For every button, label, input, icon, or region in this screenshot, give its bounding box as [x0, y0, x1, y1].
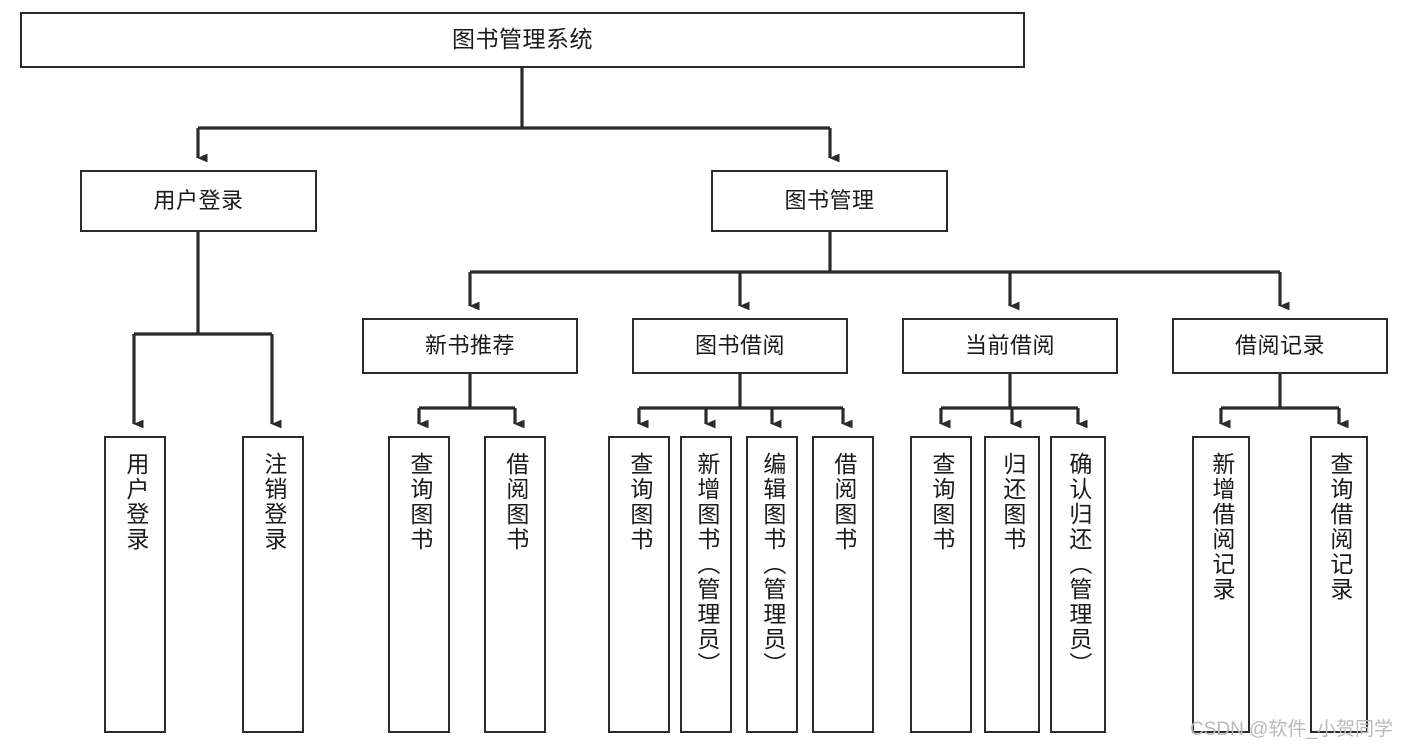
node-leaf-add-record[interactable]: 新增借阅记录: [1192, 436, 1250, 733]
node-leaf-confirm-return[interactable]: 确认归还（管理员）: [1050, 436, 1106, 733]
node-label-book-manage: 图书管理: [784, 187, 875, 213]
node-label-leaf-confirm-return: 确认归还（管理员）: [1065, 452, 1092, 677]
node-label-root: 图书管理系统: [452, 26, 593, 53]
node-new-book-rec[interactable]: 新书推荐: [362, 318, 578, 374]
node-leaf-query-book-rec[interactable]: 查询图书: [388, 436, 450, 733]
node-label-leaf-user-login: 用户登录: [122, 452, 149, 552]
node-label-leaf-query-record: 查询借阅记录: [1326, 452, 1353, 602]
node-leaf-user-login[interactable]: 用户登录: [104, 436, 166, 733]
edge-bookborrow-to-leaves: [637, 374, 853, 429]
node-label-leaf-edit-book: 编辑图书（管理员）: [759, 452, 786, 677]
node-leaf-logout[interactable]: 注销登录: [242, 436, 304, 733]
node-label-leaf-query-book-bor: 查询图书: [626, 452, 653, 552]
node-label-current-borrow: 当前借阅: [964, 332, 1055, 358]
node-root-system[interactable]: 图书管理系统: [20, 12, 1025, 68]
edge-bookmanage-to-level2: [468, 232, 1290, 311]
node-label-leaf-query-book-cur: 查询图书: [928, 452, 955, 552]
node-label-leaf-logout: 注销登录: [260, 452, 287, 552]
csdn-watermark: CSDN @软件_小贺同学: [1190, 719, 1393, 740]
node-label-leaf-return-book: 归还图书: [999, 452, 1026, 552]
edge-userlogin-to-leaves: [132, 232, 282, 429]
node-label-new-book-rec: 新书推荐: [424, 332, 515, 358]
node-borrow-record[interactable]: 借阅记录: [1172, 318, 1388, 374]
node-leaf-add-book[interactable]: 新增图书（管理员）: [680, 436, 732, 733]
node-label-leaf-add-record: 新增借阅记录: [1208, 452, 1235, 602]
node-label-user-login: 用户登录: [153, 187, 244, 213]
node-leaf-borrow-book-rec[interactable]: 借阅图书: [484, 436, 546, 733]
node-leaf-edit-book[interactable]: 编辑图书（管理员）: [746, 436, 798, 733]
node-label-leaf-borrow-book-rec: 借阅图书: [502, 452, 529, 552]
node-label-book-borrow: 图书借阅: [694, 332, 785, 358]
edge-currentborrow-to-leaves: [939, 374, 1088, 429]
node-label-leaf-query-book-rec: 查询图书: [406, 452, 433, 552]
node-label-leaf-add-book: 新增图书（管理员）: [693, 452, 720, 677]
node-leaf-query-book-cur[interactable]: 查询图书: [910, 436, 972, 733]
node-leaf-borrow-book-bor[interactable]: 借阅图书: [812, 436, 874, 733]
node-leaf-query-record[interactable]: 查询借阅记录: [1310, 436, 1368, 733]
node-label-leaf-borrow-book-bor: 借阅图书: [830, 452, 857, 552]
node-current-borrow[interactable]: 当前借阅: [902, 318, 1118, 374]
edge-borrowrecord-to-leaves: [1219, 374, 1349, 429]
node-leaf-return-book[interactable]: 归还图书: [984, 436, 1040, 733]
node-user-login[interactable]: 用户登录: [80, 170, 317, 232]
node-leaf-query-book-bor[interactable]: 查询图书: [608, 436, 670, 733]
edge-root-to-level1: [196, 68, 840, 163]
node-book-manage[interactable]: 图书管理: [711, 170, 948, 232]
edge-newbookrec-to-leaves: [417, 374, 525, 429]
node-label-borrow-record: 借阅记录: [1234, 332, 1325, 358]
node-book-borrow[interactable]: 图书借阅: [632, 318, 848, 374]
